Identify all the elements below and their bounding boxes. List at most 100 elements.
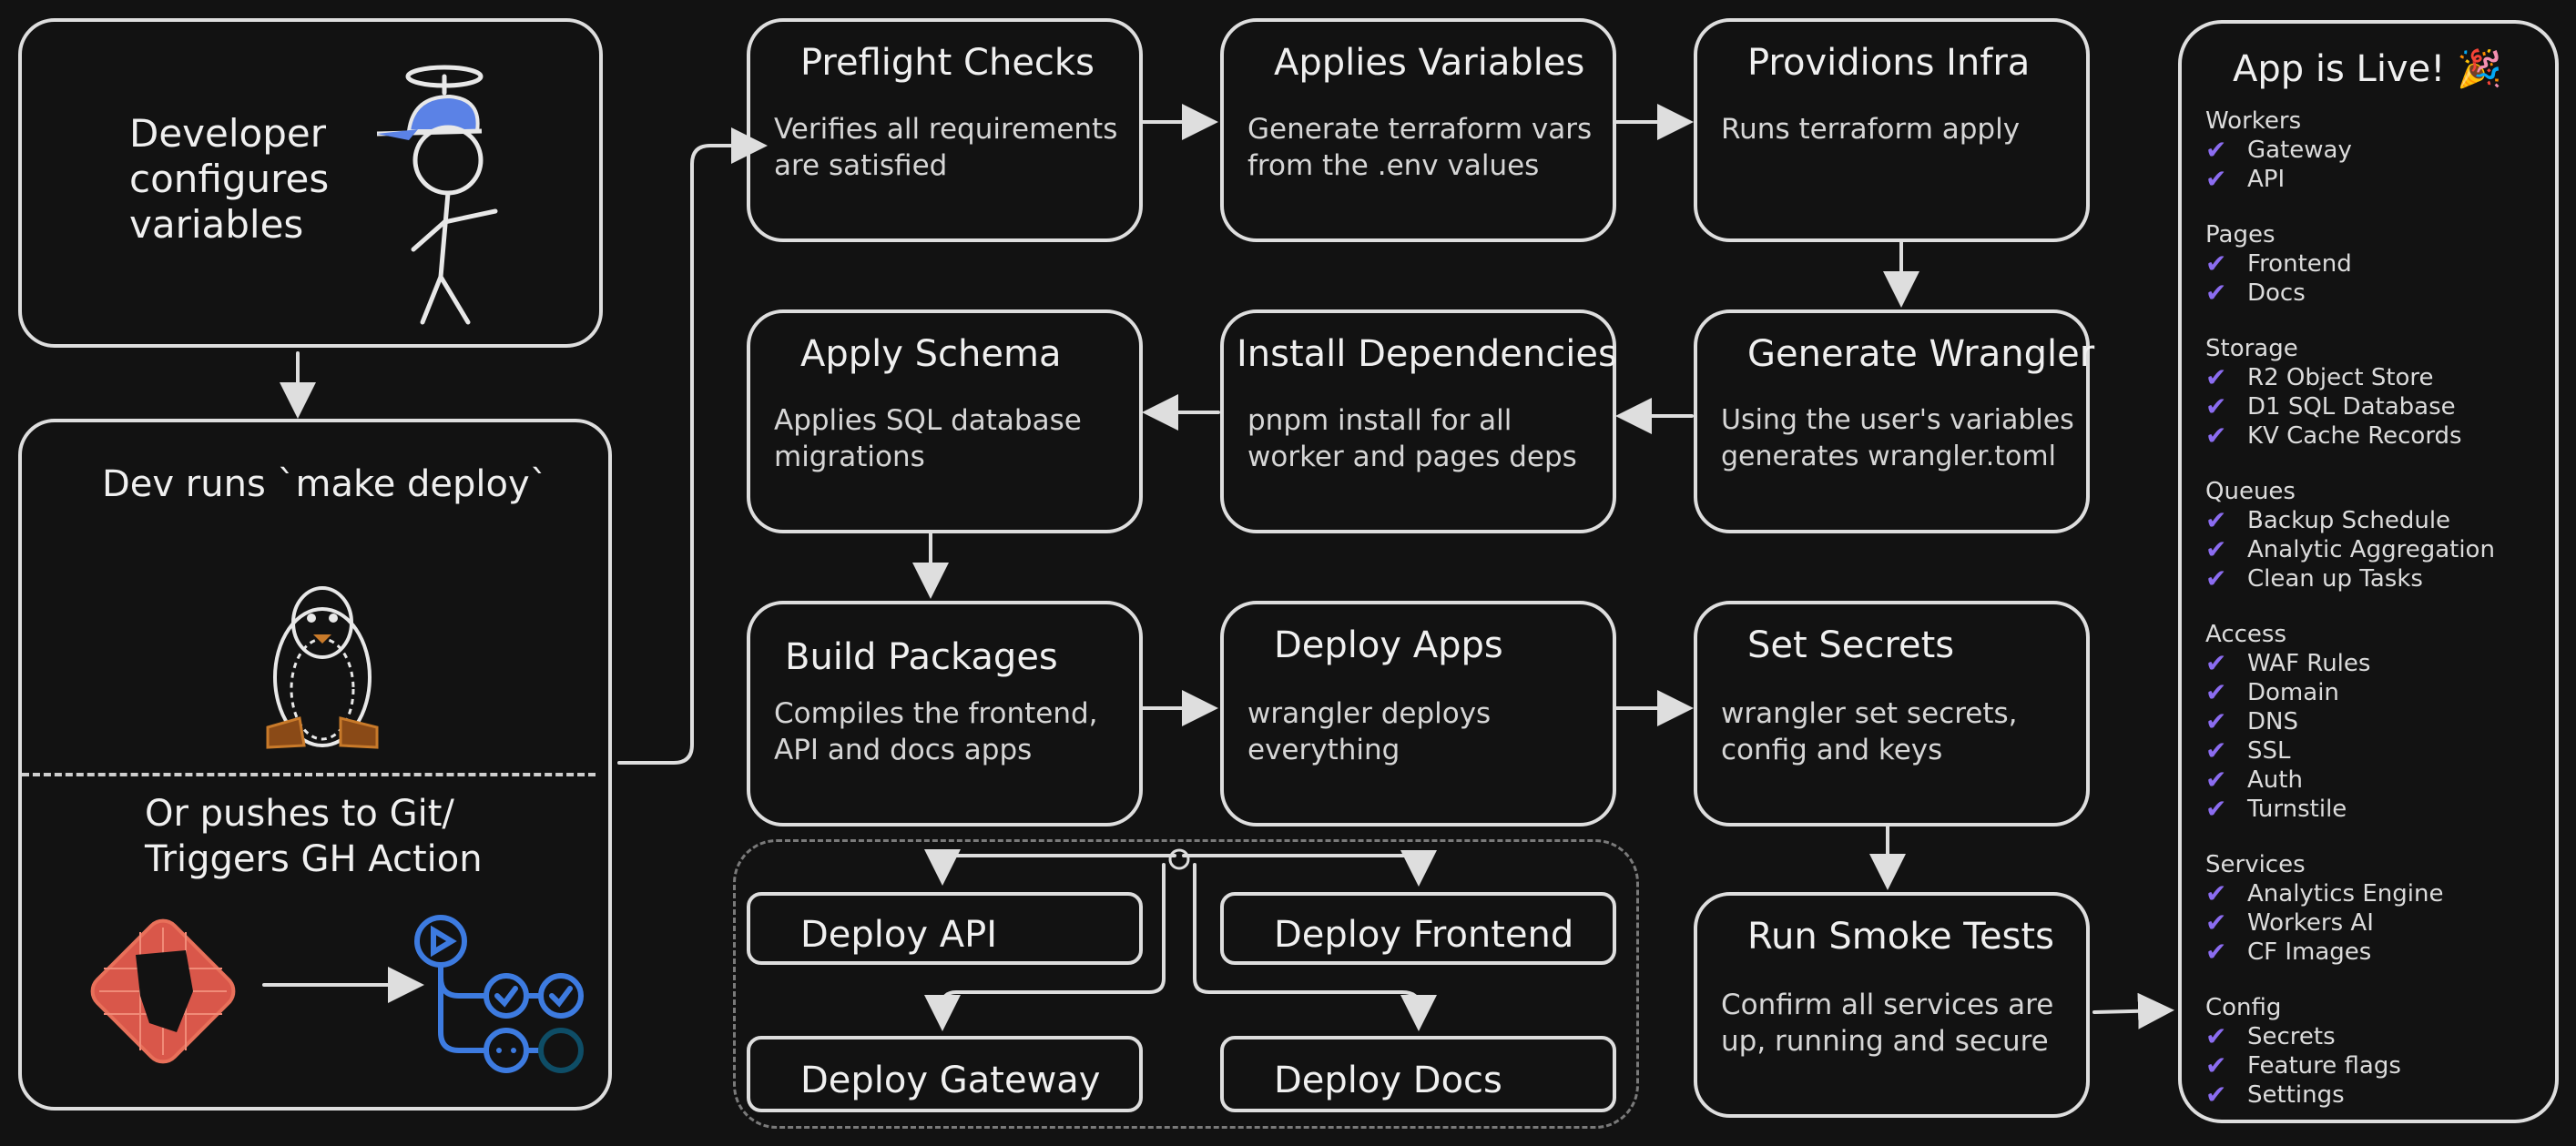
step-description: Runs terraform apply [1721,113,2021,146]
live-item-label: Settings [2247,1081,2345,1109]
live-item-label: Docs [2247,279,2306,307]
arrow-smoke-to-live [2092,992,2174,1029]
live-item-label: Clean up Tasks [2247,565,2423,593]
live-section-heading: Access [2205,621,2287,648]
live-item: ✔Analytics Engine [2205,879,2443,908]
git-trigger-text: Or pushes to Git/ Triggers GH Action [145,793,483,880]
check-icon: ✔ [2205,1021,2227,1051]
live-section-heading: Config [2205,994,2282,1021]
dev-runs-title: Dev runs `make deploy` [102,463,548,505]
check-icon: ✔ [2205,1050,2227,1080]
live-item-label: R2 Object Store [2247,364,2434,391]
live-item: ✔Auth [2205,766,2370,795]
stick-figure-icon [376,65,498,325]
check-icon: ✔ [2205,794,2227,824]
live-item: ✔Gateway [2205,136,2352,165]
deploy-target-label: Deploy API [800,914,998,956]
live-section: Config✔Secrets✔Feature flags✔Settings [2205,994,2401,1110]
check-icon: ✔ [2205,648,2227,678]
live-item: ✔Docs [2205,279,2352,308]
check-icon: ✔ [2205,391,2227,421]
live-item-label: Analytic Aggregation [2247,536,2495,563]
live-item-label: DNS [2247,708,2298,735]
deploy-frontend-box: Deploy Frontend [1220,892,1616,965]
live-item-label: Frontend [2247,250,2352,278]
step-title: Deploy Apps [1274,624,1503,666]
step-description: Generate terraform vars from the .env va… [1247,113,1593,182]
step-title: Generate Wrangler [1747,333,2095,375]
app-live-title: App is Live! 🎉 [2233,48,2502,90]
live-section: Services✔Analytics Engine✔Workers AI✔ CF … [2205,851,2443,967]
live-item: ✔API [2205,165,2352,194]
github-actions-icon [414,915,584,1073]
live-item-label: Turnstile [2247,796,2347,823]
step-description: Using the user's variables generates wra… [1721,404,2074,472]
step-description: Compiles the frontend, API and docs apps [774,697,1098,766]
live-item-label: SSL [2247,737,2291,765]
step-generate-wrangler: Generate Wrangler Using the user's varia… [1694,309,2094,533]
step-description: Confirm all services are up, running and… [1721,989,2054,1058]
live-section: Queues✔Backup Schedule✔Analytic Aggregat… [2205,478,2495,593]
live-item-label: Secrets [2247,1023,2336,1050]
live-item-label: CF Images [2247,938,2372,966]
check-icon: ✔ [2205,135,2227,165]
live-item: ✔ KV Cache Records [2205,421,2462,451]
check-icon: ✔ [2205,735,2227,766]
live-item-label: Backup Schedule [2247,507,2451,534]
linux-penguin-icon [266,586,379,749]
step-apply-schema: Apply Schema Applies SQL database migrat… [747,309,1143,533]
deploy-gateway-box: Deploy Gateway [747,1036,1143,1112]
check-icon: ✔ [2205,362,2227,392]
check-icon: ✔ [2205,677,2227,707]
step-title: Run Smoke Tests [1747,916,2054,958]
deploy-target-label: Deploy Frontend [1274,914,1574,956]
live-item-label: Domain [2247,679,2339,706]
live-item: ✔ Secrets [2205,1022,2401,1051]
step-title: Applies Variables [1274,42,1585,84]
live-item: ✔ Turnstile [2205,795,2370,824]
step-description: wrangler set secrets, config and keys [1721,697,2018,766]
step-title: Preflight Checks [800,42,1095,84]
live-item-label: D1 SQL Database [2247,393,2456,421]
step-description: Verifies all requirements are satisfied [774,113,1118,182]
dev-runs-box: Dev runs `make deploy` Or pushes to Git/… [18,419,612,1111]
check-icon: ✔ [2205,534,2227,564]
live-section: Access✔WAF Rules✔Domain✔DNS✔SSL✔Auth✔Tur… [2205,621,2370,824]
check-icon: ✔ [2205,505,2227,535]
live-section-heading: Pages [2205,221,2276,248]
live-item-label: Workers AI [2247,909,2374,937]
live-item: ✔ Analytic Aggregation [2205,535,2495,564]
arrow-split-api [924,849,1176,886]
live-item-label: KV Cache Records [2247,422,2462,450]
live-section-heading: Services [2205,851,2306,878]
arrow-split-gateway [924,863,1166,1031]
live-section: Workers✔Gateway✔API [2205,107,2352,194]
step-providions-infra: Providions Infra Runs terraform apply [1694,18,2090,242]
step-description: pnpm install for all worker and pages de… [1247,404,1577,473]
step-install-dependencies: Install Dependencies pnpm install for al… [1220,309,1617,533]
live-item: ✔ SSL [2205,736,2370,766]
deploy-targets-group [733,839,1639,1129]
step-description: Applies SQL database migrations [774,404,1082,473]
check-icon: ✔ [2205,248,2227,279]
deploy-target-label: Deploy Docs [1274,1060,1502,1101]
live-item: ✔Workers AI [2205,908,2443,938]
arrow-split-frontend [1182,850,1437,887]
live-item: ✔ CF Images [2205,938,2443,967]
step-title: Install Dependencies [1237,333,1617,375]
deploy-api-box: Deploy API [747,892,1143,965]
check-icon: ✔ [2205,937,2227,967]
live-section-heading: Storage [2205,335,2298,362]
live-item: ✔Clean up Tasks [2205,564,2495,593]
check-icon: ✔ [2205,1080,2227,1110]
live-item-label: API [2247,166,2286,193]
check-icon: ✔ [2205,421,2227,451]
step-set-secrets: Set Secrets wrangler set secrets, config… [1694,601,2090,827]
live-item: ✔ R2 Object Store [2205,363,2462,392]
check-icon: ✔ [2205,706,2227,736]
live-item: ✔ Frontend [2205,249,2352,279]
live-item: ✔Feature flags [2205,1051,2401,1080]
step-applies-variables: Applies Variables Generate terraform var… [1220,18,1616,242]
step-title: Set Secrets [1747,624,1955,666]
